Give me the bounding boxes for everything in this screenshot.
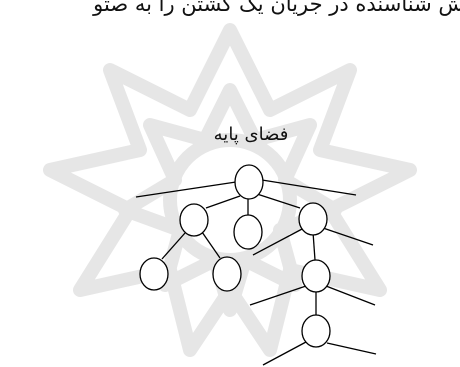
node-a bbox=[180, 204, 208, 236]
g-ray-right bbox=[327, 343, 376, 354]
edge-c-f bbox=[313, 232, 315, 260]
node-b bbox=[234, 215, 262, 249]
node-root bbox=[235, 165, 263, 199]
edge-root-a bbox=[206, 196, 240, 208]
watermark-ornament bbox=[50, 30, 410, 350]
node-d bbox=[140, 258, 168, 290]
node-g bbox=[302, 315, 330, 347]
node-e bbox=[213, 257, 241, 291]
node-f bbox=[302, 260, 330, 292]
root-label: فضای پایه bbox=[206, 124, 296, 145]
node-c bbox=[299, 203, 327, 235]
